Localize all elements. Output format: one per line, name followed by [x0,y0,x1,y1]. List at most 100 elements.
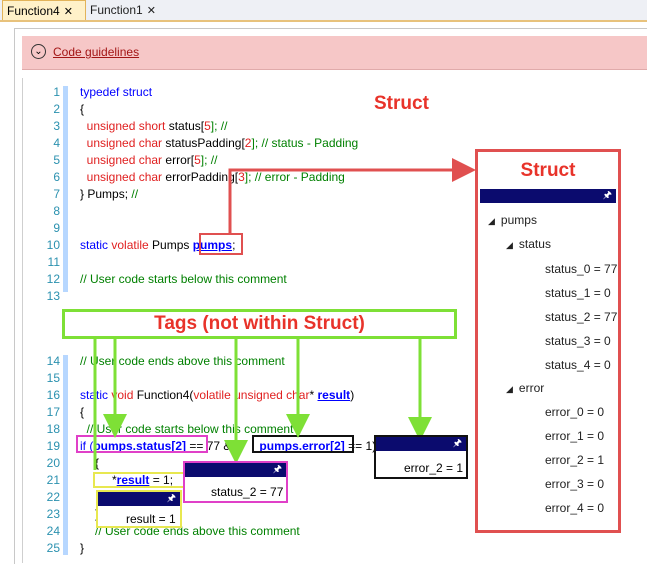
code-line: unsigned char statusPadding[2]; // statu… [80,136,359,150]
collapse-triangle-icon[interactable]: ◢ [506,240,513,250]
line-number: 4 [53,136,60,150]
number: 5 [194,153,201,167]
line-number: 12 [46,272,60,286]
line-number: 9 [53,221,60,235]
code-line: static volatile Pumps pumps; [80,238,235,252]
code-guidelines-link[interactable]: Code guidelines [53,45,140,59]
number: 5 [204,119,211,133]
close-icon[interactable]: ✕ [146,5,156,17]
pin-icon[interactable]: 🖈 [166,493,176,504]
keyword: unsigned char [80,170,163,184]
line-number: 5 [53,153,60,167]
code-line: *result = 1; [112,473,173,487]
pumps-highlight [199,233,243,255]
popup-value: error_2 = 1 [404,461,464,475]
line-number: 24 [46,524,60,538]
comment: ]; // [200,153,218,167]
popup-value: result = 1 [126,512,176,526]
code-line: { [95,456,100,470]
line-number: 7 [53,187,60,201]
identifier: } Pumps; [80,187,132,201]
code-line: { [80,102,85,116]
code-line: unsigned short status[5]; // [80,119,228,133]
tags-annotation: Tags (not within Struct) [62,309,457,339]
line-number: 22 [46,490,60,504]
number: 2 [244,136,252,150]
tag-link-error[interactable]: pumps.error[2] [259,439,345,453]
pin-icon[interactable]: 🖈 [602,190,612,201]
identifier: status[ [165,119,205,133]
code-line: } Pumps; // [80,187,138,201]
identifier: errorPadding[ [162,170,239,184]
keyword: static [80,238,109,252]
code-line: } [80,541,85,555]
line-number: 8 [53,204,60,218]
popup-value: status_2 = 77 [211,485,284,499]
close-icon[interactable]: ✕ [63,6,73,18]
tab-function1[interactable]: Function1✕ [86,0,166,20]
identifier: ; [232,238,236,252]
keyword: unsigned char [80,153,163,167]
tag-link-result[interactable]: result [317,388,351,402]
number: 3 [238,170,245,184]
code-line: unsigned char error[5]; // [80,153,218,167]
tag-link-pumps[interactable]: pumps [192,238,233,252]
keyword: struct [119,85,153,99]
tab-function4-label: Function4 [7,4,60,18]
tree-leaf: error_1 = 0 [545,429,605,443]
collapse-triangle-icon[interactable]: ◢ [506,384,513,394]
identifier: ) [350,388,355,402]
identifier: * [309,388,318,402]
identifier: statusPadding[ [162,136,245,150]
comment: ]; // status - Padding [251,136,359,150]
comment: ]; // [210,119,228,133]
identifier: Function4( [133,388,194,402]
line-number: 17 [46,405,60,419]
code-line: // User code starts below this comment [80,272,287,286]
collapse-triangle-icon[interactable]: ◢ [488,216,495,226]
tree-node-status[interactable]: ◢status [506,237,551,251]
tab-bar [0,0,647,22]
tree-leaf: error_3 = 0 [545,477,605,491]
change-gutter [63,355,68,555]
tree-node-pumps[interactable]: ◢pumps [488,213,537,227]
identifier: == 1) [344,439,377,453]
chevron-down-icon[interactable]: ⌄ [31,44,46,59]
keyword: typedef [80,85,120,99]
line-number: 2 [53,102,60,116]
panel-header: 🖈 [480,189,616,203]
line-number: 6 [53,170,60,184]
line-number: 3 [53,119,60,133]
line-number: 21 [46,473,60,487]
tree-node-error[interactable]: ◢error [506,381,545,395]
tree-leaf: status_2 = 77 [545,310,618,324]
result-popup: 🖈 result = 1 [96,490,182,528]
line-number: 15 [46,371,60,385]
line-number: 20 [46,456,60,470]
keyword: unsigned short [80,119,166,133]
line-number: 13 [46,289,60,303]
line-number: 25 [46,541,60,555]
tree-leaf: error_0 = 0 [545,405,605,419]
line-number: 16 [46,388,60,402]
code-line: { [80,405,85,419]
tree-leaf: status_4 = 0 [545,358,611,372]
keyword: unsigned char [80,136,163,150]
pin-icon[interactable]: 🖈 [272,464,282,475]
identifier: Pumps [148,238,193,252]
tab-function1-label: Function1 [90,3,143,17]
line-number: 1 [53,85,60,99]
identifier: = 1; [149,473,174,487]
tag-link-result[interactable]: result [116,473,150,487]
tag-link-status[interactable]: pumps.status[2] [93,439,187,453]
keyword: void [108,388,134,402]
line-number: 18 [46,422,60,436]
line-number: 23 [46,507,60,521]
code-editor[interactable] [22,78,483,563]
line-number: 19 [46,439,60,453]
tree-leaf: error_4 = 0 [545,501,605,515]
pin-icon[interactable]: 🖈 [452,438,462,449]
tab-function4[interactable]: Function4✕ [2,0,86,20]
line-number: 14 [46,354,60,368]
tree-leaf: status_3 = 0 [545,334,611,348]
